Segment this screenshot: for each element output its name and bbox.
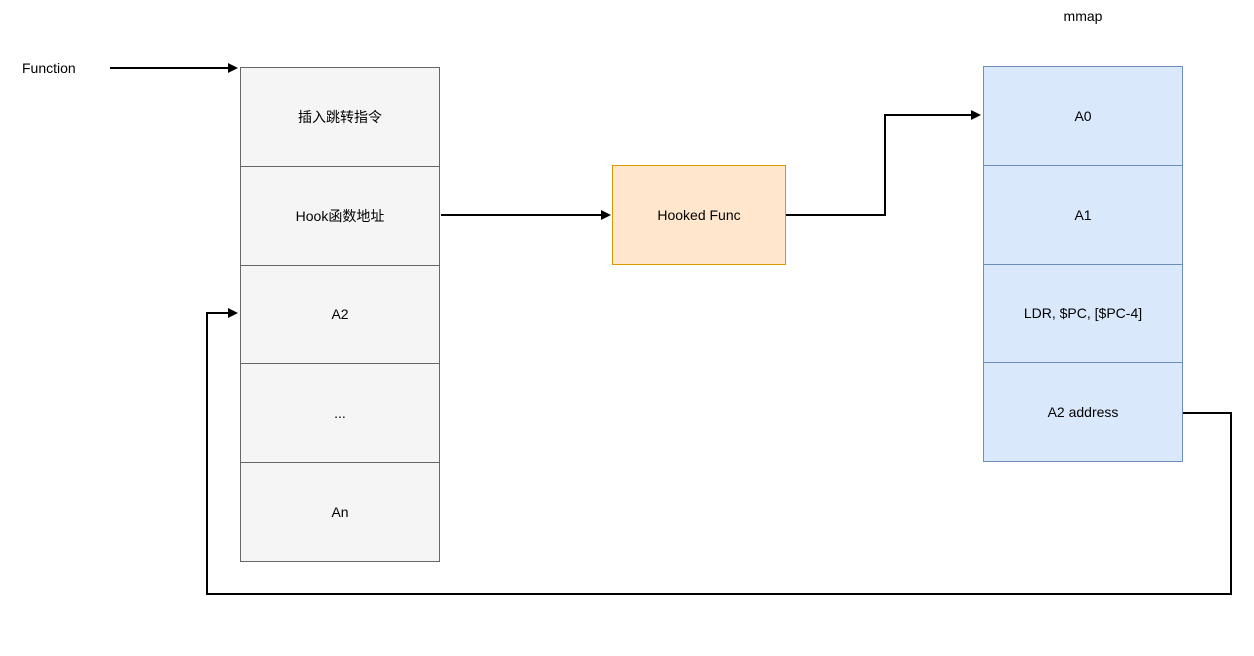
- function-block-row-hook-address: Hook函数地址: [241, 165, 439, 265]
- mmap-block: A0 A1 LDR, $PC, [$PC-4] A2 address: [983, 66, 1183, 462]
- function-block-row-an: An: [241, 462, 439, 561]
- mmap-block-row-a1: A1: [984, 164, 1182, 264]
- function-block: 插入跳转指令 Hook函数地址 A2 ... An: [240, 67, 440, 562]
- mmap-block-row-ldr-instruction: LDR, $PC, [$PC-4]: [984, 263, 1182, 363]
- function-block-row-ellipsis: ...: [241, 363, 439, 462]
- mmap-block-row-a2-address: A2 address: [984, 362, 1182, 461]
- mmap-block-row-a0: A0: [1074, 107, 1092, 124]
- function-block-row-a2: A2: [241, 264, 439, 364]
- hooked-func-box: Hooked Func: [612, 165, 786, 265]
- function-label: Function: [22, 60, 76, 76]
- function-block-row-insert-jump: 插入跳转指令: [298, 108, 382, 125]
- hooked-func-label: Hooked Func: [657, 207, 741, 223]
- mmap-label: mmap: [1063, 8, 1103, 24]
- arrow-hookedfunc-to-a0: [786, 110, 981, 216]
